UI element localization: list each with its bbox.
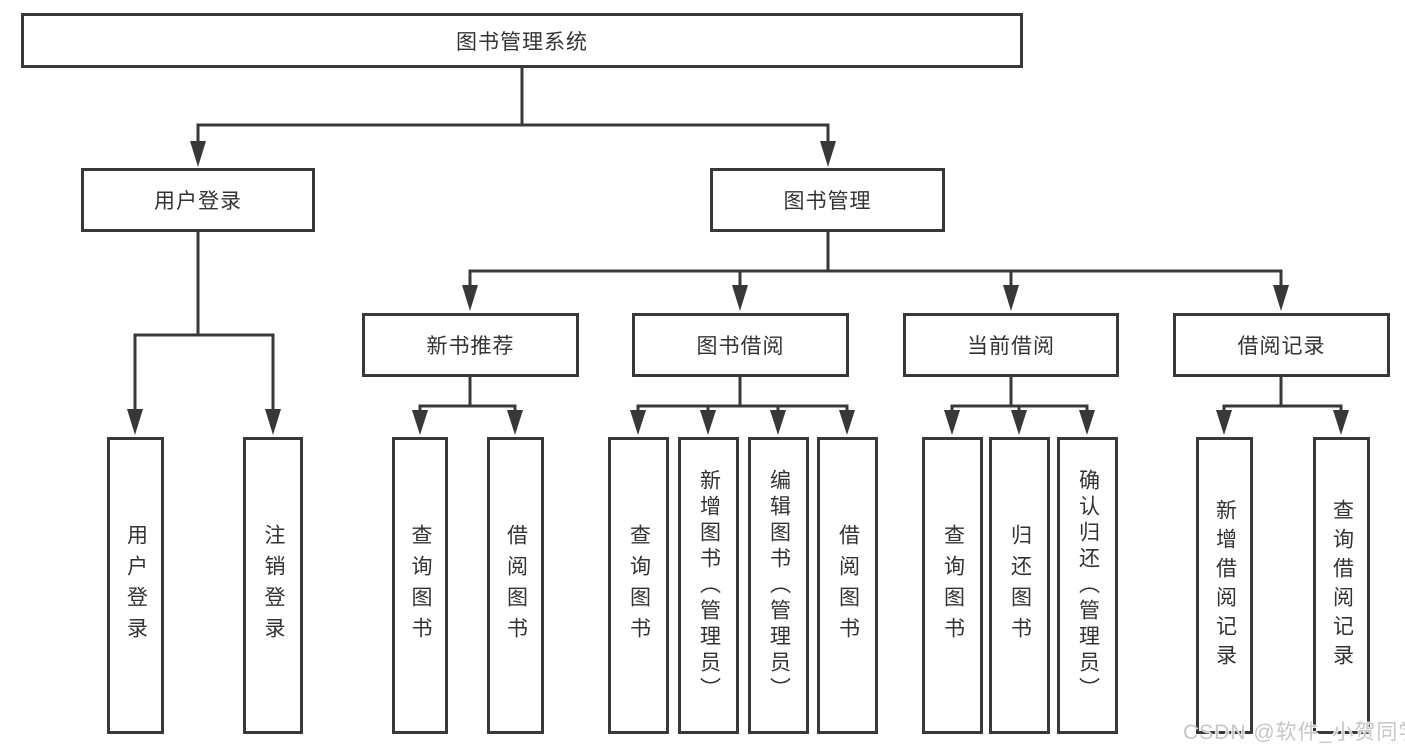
arrowhead xyxy=(820,141,836,167)
node-book-borrowing: 图书借阅 xyxy=(632,313,849,377)
leaf-logout-label: 注销登录 xyxy=(262,523,285,648)
leaf-query-books-recommend: 查询图书 xyxy=(392,437,448,734)
csdn-watermark: CSDN @软件_小贺同学 xyxy=(1183,721,1405,744)
node-root-label: 图书管理系统 xyxy=(456,30,588,54)
arrowhead xyxy=(839,410,855,435)
leaf-add-borrow-record: 新增借阅记录 xyxy=(1196,437,1253,734)
leaf-confirm-return-admin-label: 确认归还（管理员） xyxy=(1076,468,1100,703)
node-new-book-recommend-label: 新书推荐 xyxy=(426,335,515,358)
leaf-add-borrow-record-label: 新增借阅记录 xyxy=(1213,498,1237,673)
node-user-login-label: 用户登录 xyxy=(154,190,242,213)
arrowhead xyxy=(700,410,716,435)
leaf-borrow-books-borrowing-label: 借阅图书 xyxy=(836,523,860,648)
arrowhead xyxy=(412,410,428,435)
leaf-query-borrow-record: 查询借阅记录 xyxy=(1313,437,1370,734)
leaf-query-books-current-label: 查询图书 xyxy=(941,523,965,648)
node-root: 图书管理系统 xyxy=(21,13,1023,68)
leaf-return-book-label: 归还图书 xyxy=(1008,523,1032,648)
leaf-edit-book-admin: 编辑图书（管理员） xyxy=(748,437,809,734)
leaf-query-books-current: 查询图书 xyxy=(922,437,983,734)
leaf-query-books-recommend-label: 查询图书 xyxy=(409,523,432,648)
arrowhead xyxy=(190,141,206,167)
arrowhead xyxy=(770,410,786,435)
arrowhead xyxy=(1079,410,1095,435)
arrowhead xyxy=(944,410,960,435)
leaf-borrow-books-recommend-label: 借阅图书 xyxy=(504,523,528,648)
node-borrowing-records: 借阅记录 xyxy=(1173,313,1390,377)
leaf-query-books-borrowing: 查询图书 xyxy=(608,437,669,734)
arrowhead xyxy=(1003,285,1019,311)
arrowhead xyxy=(1216,410,1232,435)
arrowhead xyxy=(732,285,748,311)
leaf-borrow-books-borrowing: 借阅图书 xyxy=(817,437,878,734)
arrowhead xyxy=(127,409,143,435)
leaf-user-login-label: 用户登录 xyxy=(124,523,148,648)
leaf-user-login: 用户登录 xyxy=(107,437,164,734)
leaf-query-books-borrowing-label: 查询图书 xyxy=(627,523,651,648)
arrowhead xyxy=(630,410,646,435)
leaf-borrow-books-recommend: 借阅图书 xyxy=(487,437,544,734)
leaf-add-book-admin-label: 新增图书（管理员） xyxy=(697,468,721,703)
leaf-add-book-admin: 新增图书（管理员） xyxy=(678,437,739,734)
arrowhead xyxy=(1273,285,1289,311)
node-book-borrowing-label: 图书借阅 xyxy=(696,335,785,358)
node-borrowing-records-label: 借阅记录 xyxy=(1237,335,1326,358)
node-user-login: 用户登录 xyxy=(81,168,315,232)
leaf-return-book: 归还图书 xyxy=(989,437,1050,734)
arrowhead xyxy=(1333,410,1349,435)
arrowhead xyxy=(265,409,281,435)
node-book-management: 图书管理 xyxy=(710,168,945,232)
node-book-management-label: 图书管理 xyxy=(783,190,872,213)
leaf-confirm-return-admin: 确认归还（管理员） xyxy=(1057,437,1118,734)
arrowhead xyxy=(1011,410,1027,435)
leaf-edit-book-admin-label: 编辑图书（管理员） xyxy=(767,468,791,703)
node-current-borrowing-label: 当前借阅 xyxy=(967,335,1055,358)
node-current-borrowing: 当前借阅 xyxy=(903,313,1119,377)
leaf-query-borrow-record-label: 查询借阅记录 xyxy=(1330,498,1354,673)
leaf-logout: 注销登录 xyxy=(243,437,303,734)
arrowhead xyxy=(462,285,478,311)
node-new-book-recommend: 新书推荐 xyxy=(362,313,579,377)
arrowhead xyxy=(507,410,523,435)
